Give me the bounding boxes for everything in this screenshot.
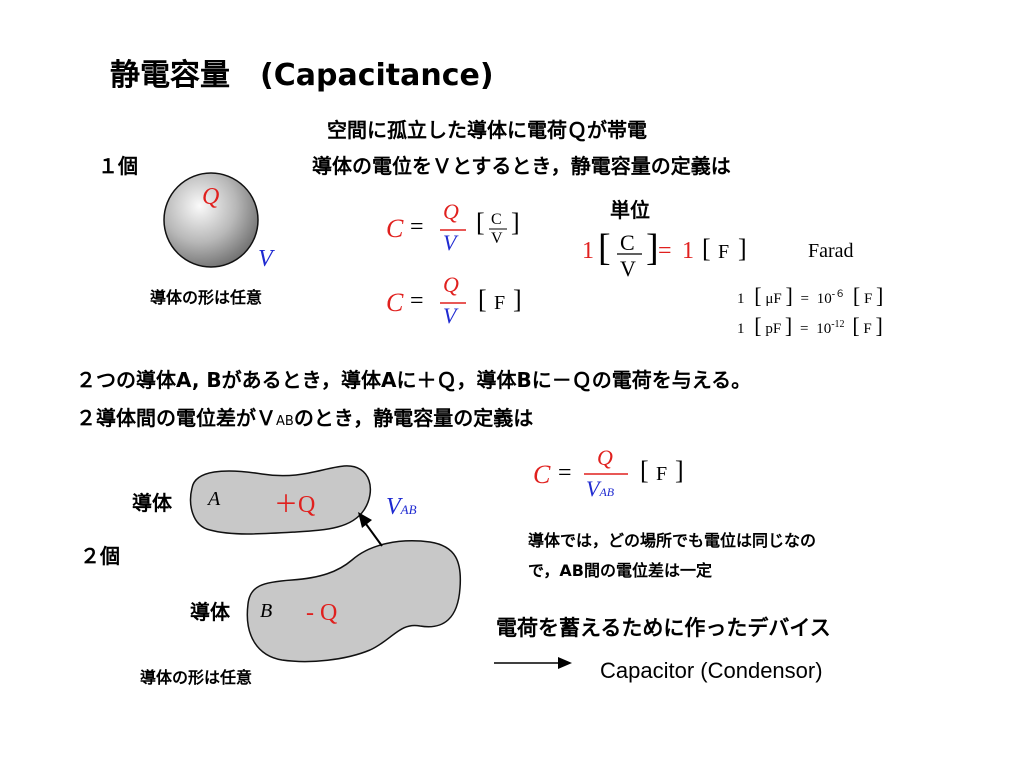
uf-base: 10 — [816, 291, 832, 307]
pf-equals: = — [800, 321, 809, 337]
device-description: 電荷を蓄えるために作ったデバイス — [496, 616, 831, 640]
eq2-open-bracket: [ — [478, 285, 487, 314]
eq3-lhs: C — [533, 460, 551, 489]
two-line-2-post: のとき，静電容量の定義は — [293, 406, 534, 430]
uf-rhs-close-bracket: ] — [876, 283, 884, 308]
unit-heading: 単位 — [610, 198, 650, 222]
eq1-unit-open-bracket: [ — [476, 208, 485, 237]
unit-equals: = — [658, 238, 672, 264]
unit-open-bracket: [ — [702, 234, 711, 263]
eq3-unit: F — [656, 463, 668, 485]
uf-close-bracket: ] — [785, 283, 793, 308]
two-line-2-pre: ２導体間の電位差がＶ — [76, 406, 276, 430]
pf-rhs-open-bracket: [ — [852, 313, 860, 338]
conductor-a-label: 導体 — [132, 491, 172, 515]
eq3-open-bracket: [ — [640, 456, 649, 485]
sphere-charge-label: Q — [202, 184, 220, 210]
intro-line-2: 導体の電位をＶとするとき，静電容量の定義は — [312, 154, 731, 178]
conductor-b-shape — [246, 540, 462, 663]
two-shape-caption: 導体の形は任意 — [140, 668, 253, 687]
vab-arrow-head — [358, 512, 372, 528]
uf-open-bracket: [ — [754, 283, 762, 308]
unit-farad-symbol: F — [718, 241, 730, 263]
eq3-numerator: Q — [597, 445, 613, 470]
eq2-unit: F — [494, 292, 506, 314]
eq3-close-bracket: ] — [675, 456, 684, 485]
conductor-a-shape — [189, 465, 372, 535]
two-conductors-line-2: ２導体間の電位差がＶABのとき，静電容量の定義は — [76, 402, 533, 431]
unit-frac-open-bracket: [ — [598, 227, 611, 269]
uf-exponent: -６ — [831, 289, 846, 300]
uf-unit: μF — [765, 291, 782, 307]
unit-close-bracket: ] — [738, 234, 747, 263]
sphere-shape-caption: 導体の形は任意 — [150, 288, 263, 307]
unit-frac-close-bracket: ] — [646, 227, 659, 269]
uf-row: 1 [ μF ] = 10-６ [ F ] — [737, 283, 883, 309]
eq3-den-v: V — [586, 476, 600, 501]
eq1-numerator: Q — [443, 199, 459, 224]
uf-rhs-unit: F — [863, 291, 873, 307]
sphere-potential-label: V — [258, 246, 273, 272]
two-conductors-line-1: ２つの導体A, Bがあるとき，導体Aに＋Ｑ，導体Bに－Ｑの電荷を与える。 — [76, 368, 752, 392]
pf-close-bracket: ] — [784, 313, 793, 338]
eq2-close-bracket: ] — [513, 285, 522, 314]
unit-frac-denominator: V — [620, 256, 636, 281]
unit-one-left: 1 — [582, 238, 594, 264]
pf-open-bracket: [ — [754, 313, 762, 338]
unit-one-right: 1 — [682, 238, 694, 264]
eq1-denominator: V — [443, 230, 457, 255]
pf-exponent: -12 — [831, 319, 845, 330]
eq3-equals: = — [558, 460, 572, 486]
conductor-b-label: 導体 — [190, 600, 230, 624]
vab-arrow-line — [365, 523, 383, 547]
pf-unit: pF — [765, 321, 782, 337]
eq3-denominator: VAB — [586, 476, 614, 502]
vab-label: VAB — [386, 494, 417, 521]
eq1-unit-close-bracket: ] — [511, 208, 520, 237]
page-title: 静電容量 (Capacitance) — [110, 58, 494, 93]
conductor-b-charge: - Q — [306, 600, 338, 626]
pf-rhs-unit: F — [863, 321, 872, 337]
vab-sub: AB — [400, 502, 417, 517]
conductor-a-letter: A — [208, 488, 221, 510]
two-conductor-count: ２個 — [80, 544, 120, 568]
device-arrow-head — [558, 657, 572, 669]
conductor-b-letter: B — [260, 600, 273, 622]
pf-row: 1 [ pF ] = 10-12 [ F ] — [737, 313, 883, 339]
eq3-den-sub: AB — [599, 485, 615, 499]
pf-one: 1 — [737, 321, 745, 337]
note-line-2: で，AB間の電位差は一定 — [528, 561, 712, 580]
intro-line-1: 空間に孤立した導体に電荷Ｑが帯電 — [327, 118, 647, 142]
two-line-2-sub: AB — [276, 414, 294, 429]
eq1-lhs: C — [386, 214, 404, 243]
conductor-sphere — [163, 172, 259, 268]
unit-frac-numerator: C — [620, 230, 635, 255]
uf-rhs-open-bracket: [ — [852, 283, 861, 308]
single-conductor-count: １個 — [98, 154, 138, 178]
pf-rhs-close-bracket: ] — [875, 313, 883, 338]
eq2-numerator: Q — [443, 272, 459, 297]
pf-base: 10 — [816, 321, 832, 337]
eq2-equals: = — [410, 288, 424, 314]
capacitor-label: Capacitor (Condensor) — [600, 658, 823, 683]
eq1-unit-numerator: C — [491, 211, 502, 228]
uf-equals: = — [800, 291, 810, 307]
eq1-equals: = — [410, 214, 424, 240]
conductor-a-charge: ＋Q — [274, 492, 316, 518]
eq1-unit-denominator: V — [491, 230, 503, 247]
vab-v: V — [386, 494, 401, 520]
farad-label: Farad — [808, 240, 854, 262]
eq2-denominator: V — [443, 303, 457, 328]
uf-one: 1 — [737, 291, 745, 307]
eq2-lhs: C — [386, 288, 404, 317]
note-line-1: 導体では，どの場所でも電位は同じなの — [528, 531, 817, 550]
